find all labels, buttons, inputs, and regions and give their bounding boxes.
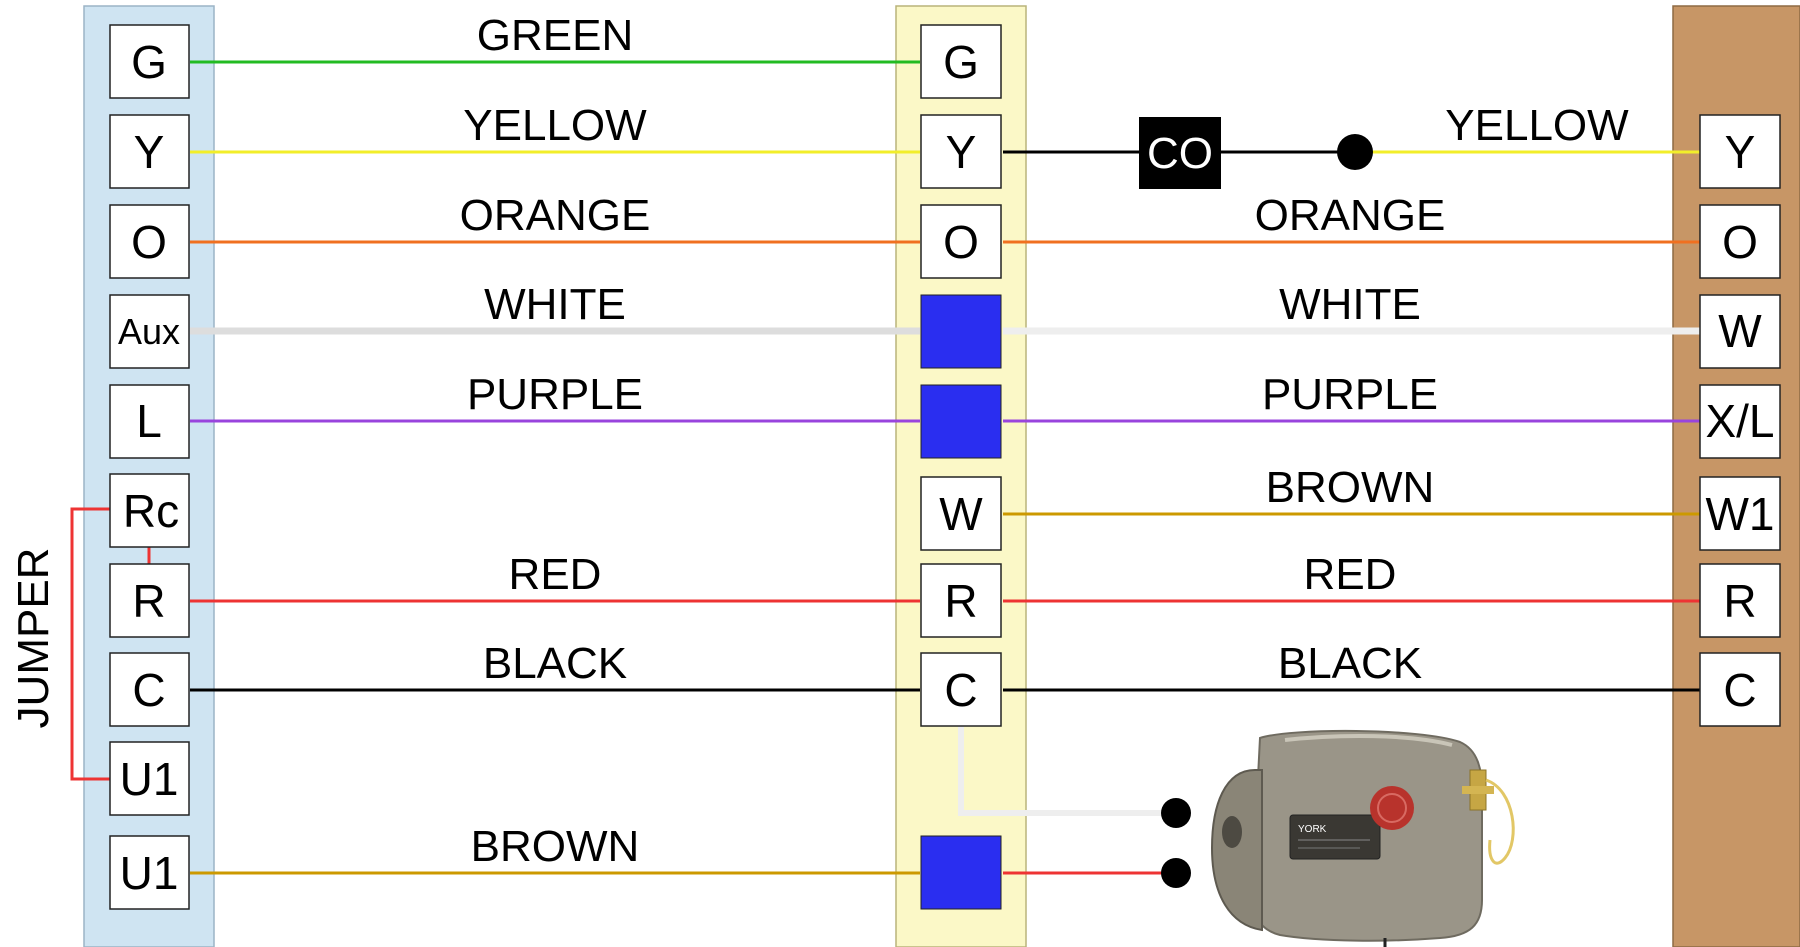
co-box	[1139, 117, 1221, 189]
thermostat-terminal-label: O	[131, 216, 167, 268]
wire-label: BROWN	[471, 822, 640, 871]
board-terminal-label: G	[943, 36, 979, 88]
jumper-label: JUMPER	[9, 548, 58, 729]
co-junction-dot	[1337, 134, 1373, 170]
terminal-box	[109, 294, 190, 369]
terminal-box	[1699, 652, 1781, 727]
wire-label: ORANGE	[1255, 191, 1446, 240]
logo-icon	[1370, 786, 1414, 830]
outdoor-terminal-label: O	[1722, 216, 1758, 268]
outdoor-terminal-label: W	[1718, 305, 1762, 357]
blue-connector	[920, 294, 1002, 369]
wire-label: YELLOW	[463, 101, 647, 150]
board-terminals: G Y O W R C	[920, 24, 1002, 910]
terminal-box	[1699, 384, 1781, 459]
wire-label: WHITE	[484, 280, 626, 329]
wire-label: WHITE	[1279, 280, 1421, 329]
wire-label: BLACK	[1278, 639, 1422, 688]
terminal-box	[1699, 476, 1781, 551]
thermostat-terminal-label: C	[132, 664, 165, 716]
thermostat-terminal-label: Y	[134, 126, 165, 178]
board-terminal-label: O	[943, 216, 979, 268]
terminal-box	[920, 563, 1002, 638]
humidifier-terminal-dot	[1161, 798, 1191, 828]
brand-label: YORK	[1298, 824, 1327, 835]
terminal-box	[109, 204, 190, 279]
terminal-box	[109, 741, 190, 816]
board-terminal-label: R	[944, 575, 977, 627]
brand-plate	[1289, 814, 1381, 860]
wire-label: RED	[509, 550, 602, 599]
terminal-box	[109, 835, 190, 910]
jumper-wire	[70, 507, 110, 781]
terminal-box	[1699, 294, 1781, 369]
terminal-box	[920, 24, 1002, 99]
outdoor-terminal-label: R	[1723, 575, 1756, 627]
humidifier-terminal-dot	[1161, 858, 1191, 888]
blue-connector	[920, 835, 1002, 910]
terminal-box	[1699, 204, 1781, 279]
terminal-box	[109, 473, 190, 548]
wire-label: BLACK	[483, 639, 627, 688]
wire-label: BROWN	[1266, 463, 1435, 512]
outdoor-terminal-label: W1	[1706, 488, 1775, 540]
terminal-box	[109, 114, 190, 189]
outdoor-terminal-label: Y	[1725, 126, 1756, 178]
terminal-box	[920, 476, 1002, 551]
wire-label: RED	[1304, 550, 1397, 599]
thermostat-terminal-label: Aux	[118, 311, 180, 352]
thermostat-terminal-label: R	[132, 575, 165, 627]
thermostat-terminal-label: U1	[120, 753, 179, 805]
terminal-box	[109, 24, 190, 99]
terminal-box	[1699, 114, 1781, 189]
outdoor-terminal-label: C	[1723, 664, 1756, 716]
wire-label: PURPLE	[1262, 370, 1438, 419]
blue-connector	[920, 384, 1002, 459]
terminal-box	[920, 652, 1002, 727]
terminal-box	[920, 114, 1002, 189]
thermostat-terminal-label: U1	[120, 847, 179, 899]
terminal-box	[920, 204, 1002, 279]
outdoor-terminal-label: X/L	[1705, 395, 1774, 447]
board-terminal-label: C	[944, 664, 977, 716]
terminal-box	[109, 563, 190, 638]
terminal-box	[109, 652, 190, 727]
thermostat-terminal-label: L	[136, 395, 162, 447]
wire-label: PURPLE	[467, 370, 643, 419]
thermostat-terminal-label: G	[131, 36, 167, 88]
wire-label: GREEN	[477, 11, 633, 60]
board-terminal-label: W	[939, 488, 983, 540]
terminal-box	[109, 384, 190, 459]
board-terminal-label: Y	[946, 126, 977, 178]
co-label: CO	[1147, 129, 1213, 178]
thermostat-terminals: G Y O Aux L Rc R C U1 U1	[109, 24, 190, 910]
outdoor-terminals: Y O W X/L W1 R C	[1699, 114, 1781, 727]
wire-label: YELLOW	[1445, 101, 1629, 150]
wire-white-humidifier	[958, 725, 1176, 816]
thermostat-terminal-label: Rc	[123, 485, 179, 537]
humidifier-image: YORK	[1161, 729, 1515, 947]
wire-label: ORANGE	[460, 191, 651, 240]
terminal-box	[1699, 563, 1781, 638]
